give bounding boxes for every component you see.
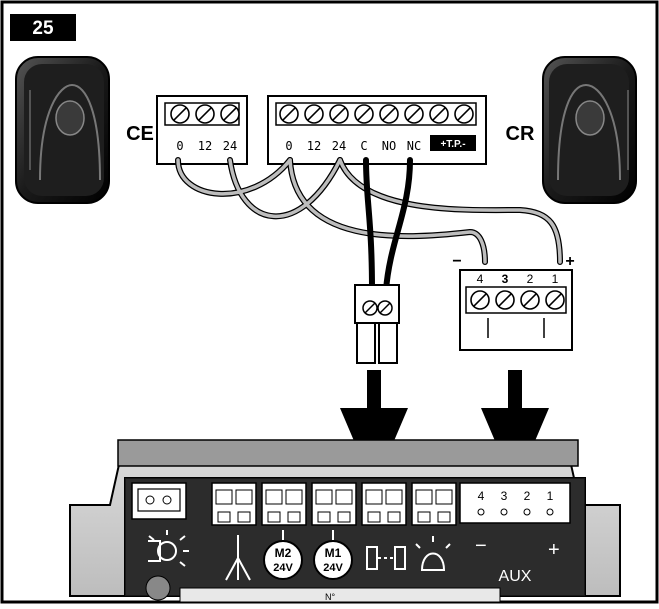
board-knob — [145, 575, 171, 601]
transmitter-label: CE — [126, 123, 154, 145]
main-terminal-label: 24 — [332, 139, 346, 153]
board-plus-label: + — [548, 539, 560, 561]
figure-number-tag: 25 — [10, 14, 76, 41]
aux-terminal-label: 2 — [527, 272, 534, 286]
board-bottom-text: N° — [325, 592, 335, 602]
aux-plus-label: + — [565, 253, 574, 270]
board-aux-pin — [477, 508, 485, 516]
aux-terminal-label: 1 — [552, 272, 559, 286]
receiver-label: CR — [506, 123, 535, 145]
board-aux-pin-label: 2 — [524, 489, 531, 503]
ce-terminal-block: 0 12 24 — [156, 95, 248, 165]
board-aux-pin — [546, 508, 554, 516]
aux-minus-label: − — [452, 253, 461, 270]
board-minus-label: − — [475, 535, 487, 557]
board-connectors — [211, 482, 457, 526]
antenna-icon — [225, 535, 251, 581]
main-terminal-label: C — [360, 139, 367, 153]
board-terminal — [311, 482, 357, 526]
warning-light-icon — [415, 536, 451, 571]
board-aux-connector: 4 3 2 1 — [459, 482, 571, 524]
board-aux-pin-label: 1 — [547, 489, 554, 503]
board-aux-pin-label: 4 — [478, 489, 485, 503]
board-aux-pin-label: 3 — [501, 489, 508, 503]
motor-name: M1 — [325, 546, 342, 560]
board-aux-pin — [523, 508, 531, 516]
aux-terminal-label: 3 — [502, 272, 509, 286]
motor-voltage: 24V — [323, 562, 343, 574]
ce-terminal-label: 0 — [176, 139, 183, 153]
board-terminal — [261, 482, 307, 526]
board-terminal — [411, 482, 457, 526]
lamp-icon — [148, 530, 189, 567]
ce-terminal-label: 24 — [223, 139, 237, 153]
main-terminal-block: 0 12 24 C NO NC +T.P.- — [267, 95, 487, 165]
main-terminal-label: 0 — [285, 139, 292, 153]
photocell-transmitter — [15, 56, 110, 204]
main-terminal-label: 12 — [307, 139, 321, 153]
photocell-icon — [366, 546, 406, 570]
main-terminal-label: NO — [382, 139, 396, 153]
figure-number: 25 — [32, 18, 54, 39]
motor-name: M2 — [275, 546, 292, 560]
ce-terminal-label: 12 — [198, 139, 212, 153]
photocell-receiver — [542, 56, 637, 204]
power-connector — [131, 482, 187, 520]
aux-terminal-block: 4 3 2 1 − + — [452, 253, 575, 351]
wires — [175, 157, 563, 293]
board-terminal — [361, 482, 407, 526]
aux-terminal-label: 4 — [477, 272, 484, 286]
aux-label: AUX — [499, 568, 532, 585]
board-terminal — [211, 482, 257, 526]
motor-voltage: 24V — [273, 562, 293, 574]
two-pin-connector — [354, 284, 400, 364]
main-terminal-label: NC — [407, 139, 421, 153]
board-aux-pin — [500, 508, 508, 516]
test-label: +T.P.- — [440, 139, 465, 150]
